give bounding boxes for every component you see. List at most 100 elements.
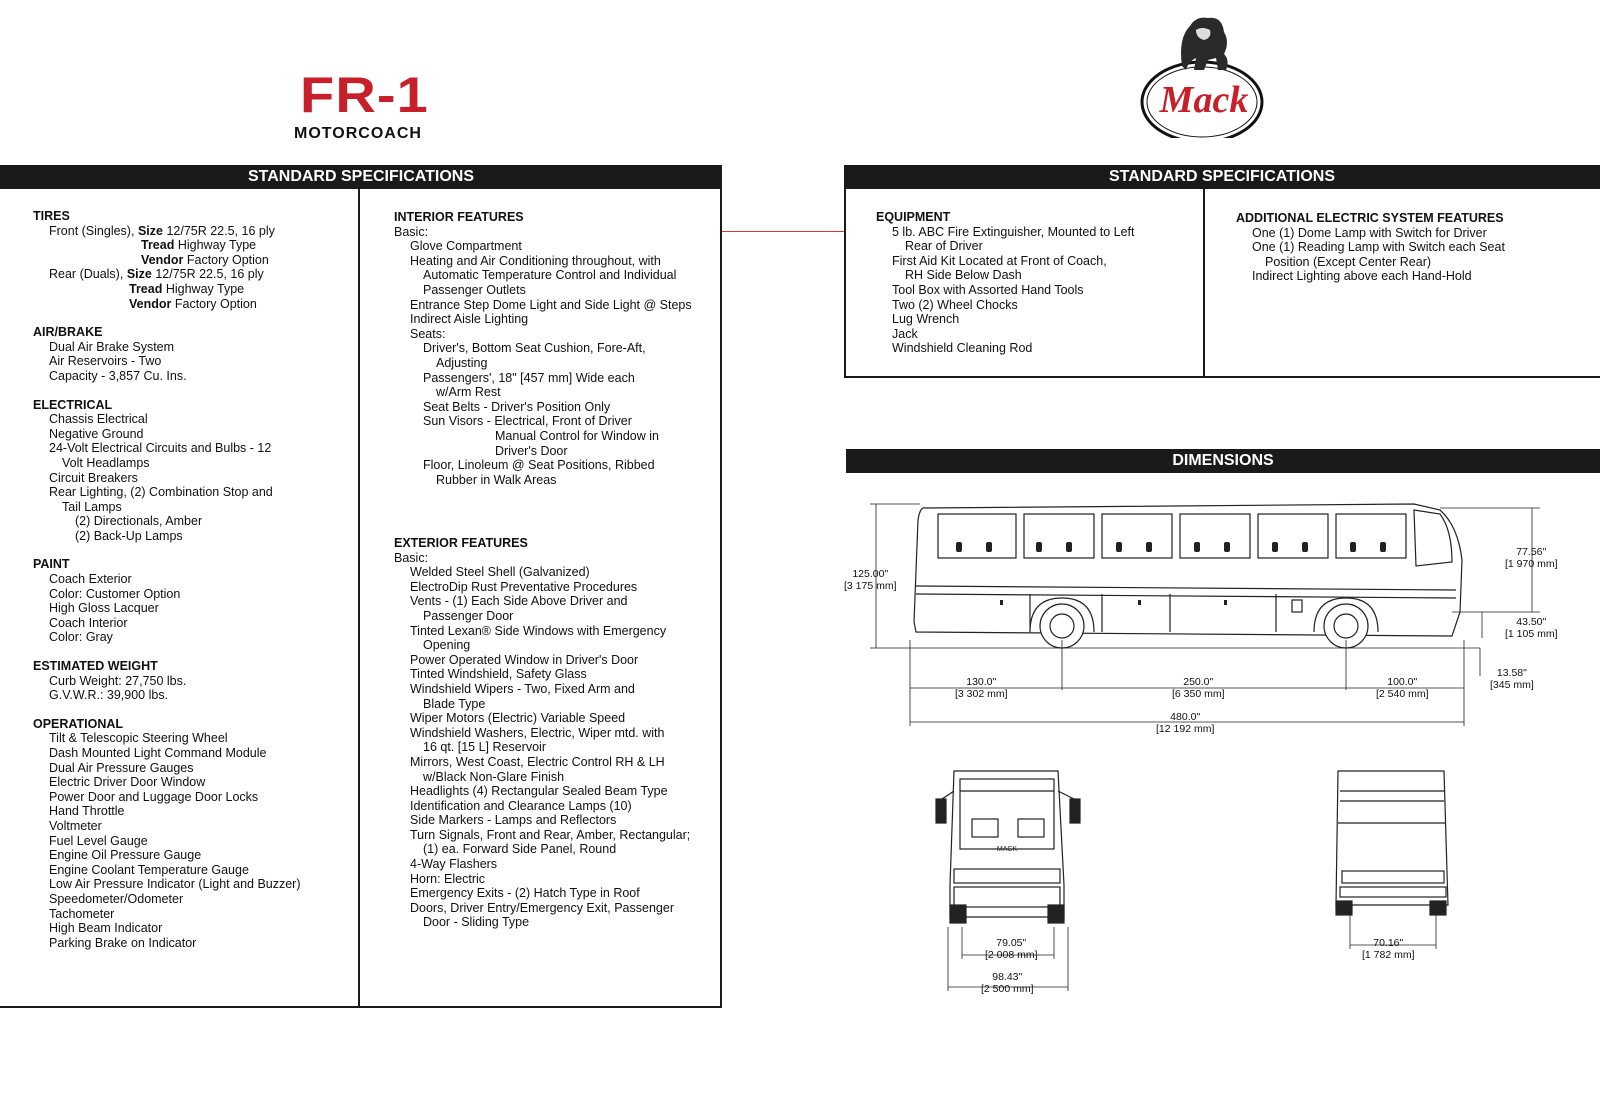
equipment-column: EQUIPMENT 5 lb. ABC Fire Extinguisher, M… [876, 210, 1135, 356]
left-spec-box [0, 188, 722, 1008]
spec-line: Driver's Door [495, 443, 568, 458]
spec-line: 5 lb. ABC Fire Extinguisher, Mounted to … [892, 224, 1135, 239]
spec-line: (1) ea. Forward Side Panel, Round [423, 842, 617, 857]
spec-line: Capacity - 3,857 Cu. Ins. [49, 368, 187, 383]
spec-line: Electric Driver Door Window [49, 775, 206, 790]
spec-line: Engine Oil Pressure Gauge [49, 848, 202, 863]
front-tires-label: Front (Singles), [49, 223, 135, 238]
dimensions-header: DIMENSIONS [846, 449, 1600, 473]
spec-line: Tinted Windshield, Safety Glass [410, 667, 587, 682]
spec-line: Automatic Temperature Control and Indivi… [423, 268, 677, 283]
dim-value: 100.0" [1387, 676, 1418, 688]
size-label: Size [137, 223, 163, 238]
spec-line: Speedometer/Odometer [49, 891, 184, 906]
dim-rear-overhang: 100.0"[2 540 mm] [1376, 676, 1429, 700]
dim-height: 125.00"[3 175 mm] [844, 568, 897, 592]
dim-value-mm: [2 540 mm] [1376, 688, 1429, 700]
middle-column: INTERIOR FEATURES Basic: Glove Compartme… [394, 210, 692, 487]
mack-bulldog-logo: Mack [1140, 17, 1264, 138]
spec-line: Color: Customer Option [49, 586, 181, 601]
additional-column: ADDITIONAL ELECTRIC SYSTEM FEATURES One … [1236, 211, 1505, 284]
dim-value-mm: [345 mm] [1490, 679, 1534, 691]
section-title-air-brake: AIR/BRAKE [33, 325, 103, 340]
spec-line: 24-Volt Electrical Circuits and Bulbs - … [49, 441, 272, 456]
column-divider [1203, 188, 1205, 376]
spec-line: Doors, Driver Entry/Emergency Exit, Pass… [410, 900, 674, 915]
rear-size: 12/75R 22.5, 16 ply [155, 267, 264, 282]
spec-line: G.V.W.R.: 39,900 lbs. [49, 688, 169, 703]
spec-line: Dual Air Pressure Gauges [49, 760, 194, 775]
spec-line: Entrance Step Dome Light and Side Light … [410, 297, 692, 312]
dim-value: 125.00" [852, 568, 889, 580]
spec-line: Rear Lighting, (2) Combination Stop and [49, 485, 273, 500]
dim-mid-height: 43.50"[1 105 mm] [1505, 616, 1558, 640]
dim-value: 98.43" [992, 971, 1023, 983]
section-title-paint: PAINT [33, 557, 70, 572]
dim-value-mm: [6 350 mm] [1172, 688, 1225, 700]
spec-line: Floor, Linoleum @ Seat Positions, Ribbed [423, 458, 655, 473]
dim-value: 70.16" [1373, 937, 1404, 949]
spec-line: Opening [423, 638, 471, 653]
dim-value: 250.0" [1183, 676, 1214, 688]
spec-line: Indirect Lighting above each Hand-Hold [1252, 269, 1472, 284]
spec-line: Adjusting [436, 355, 488, 370]
spec-line: Chassis Electrical [49, 412, 148, 427]
spec-line: Passenger Outlets [423, 282, 526, 297]
dim-value: 77.56" [1516, 546, 1547, 558]
section-title-operational: OPERATIONAL [33, 716, 124, 731]
spec-line: Welded Steel Shell (Galvanized) [410, 565, 590, 580]
section-title-weight: ESTIMATED WEIGHT [33, 659, 158, 674]
spec-line: (2) Directionals, Amber [75, 514, 203, 529]
spec-line: Lug Wrench [892, 312, 960, 327]
spec-line: First Aid Kit Located at Front of Coach, [892, 253, 1107, 268]
section-title-electrical: ELECTRICAL [33, 397, 113, 412]
spec-line: Mirrors, West Coast, Electric Control RH… [410, 754, 665, 769]
spec-line: (2) Back-Up Lamps [75, 528, 183, 543]
spec-line: Power Operated Window in Driver's Door [410, 652, 639, 667]
spec-line: Power Door and Luggage Door Locks [49, 789, 259, 804]
dim-overall-length: 480.0"[12 192 mm] [1156, 711, 1214, 735]
spec-line: Manual Control for Window in [495, 428, 659, 443]
spec-line: Sun Visors - Electrical, Front of Driver [423, 414, 632, 429]
section-title-tires: TIRES [33, 209, 70, 223]
grille-text: MACK [997, 846, 1018, 853]
mack-logo-text: Mack [1159, 79, 1249, 121]
spec-line: Air Reservoirs - Two [49, 354, 162, 369]
dim-front-track: 79.05"[2 008 mm] [985, 937, 1038, 961]
left-column: TIRES Front (Singles), Size 12/75R 22.5,… [33, 209, 301, 950]
right-spec-header: STANDARD SPECIFICATIONS [844, 165, 1600, 189]
dim-value: 43.50" [1516, 616, 1547, 628]
spec-line: Circuit Breakers [49, 470, 138, 485]
spec-line: Fuel Level Gauge [49, 833, 148, 848]
spec-line: Door - Sliding Type [423, 915, 530, 930]
connector-line [722, 231, 844, 232]
dim-upper-height: 77.56"[1 970 mm] [1505, 546, 1558, 570]
spec-line: Rubber in Walk Areas [436, 472, 557, 487]
dim-value-mm: [3 302 mm] [955, 688, 1008, 700]
exterior-column: EXTERIOR FEATURES Basic: Welded Steel Sh… [394, 536, 690, 930]
section-title-exterior: EXTERIOR FEATURES [394, 536, 528, 550]
spec-line: Voltmeter [49, 818, 102, 833]
spec-line: 4-Way Flashers [410, 857, 498, 872]
rear-tread: Highway Type [165, 281, 245, 296]
spec-line: Engine Coolant Temperature Gauge [49, 862, 249, 877]
spec-line: Vents - (1) Each Side Above Driver and [410, 594, 628, 609]
dim-value-mm: [1 105 mm] [1505, 628, 1558, 640]
spec-line: 16 qt. [15 L] Reservoir [423, 740, 546, 755]
dim-value: 130.0" [966, 676, 997, 688]
spec-line: One (1) Reading Lamp with Switch each Se… [1252, 240, 1505, 255]
spec-line: Identification and Clearance Lamps (10) [410, 798, 632, 813]
spec-line: w/Arm Rest [436, 385, 501, 400]
dim-value-mm: [2 500 mm] [981, 983, 1034, 995]
spec-line: Tail Lamps [62, 499, 122, 514]
spec-line: Passengers', 18" [457 mm] Wide each [423, 370, 635, 385]
dim-value-mm: [1 782 mm] [1362, 949, 1415, 961]
right-spec-box [844, 188, 1600, 378]
spec-line: High Gloss Lacquer [49, 601, 159, 616]
tread-label: Tread [129, 281, 163, 296]
dim-wheelbase: 250.0"[6 350 mm] [1172, 676, 1225, 700]
spec-line: Wiper Motors (Electric) Variable Speed [410, 711, 626, 726]
spec-line: Windshield Cleaning Rod [892, 341, 1033, 356]
spec-line: Tinted Lexan® Side Windows with Emergenc… [410, 623, 667, 638]
spec-line: Emergency Exits - (2) Hatch Type in Roof [410, 886, 640, 901]
